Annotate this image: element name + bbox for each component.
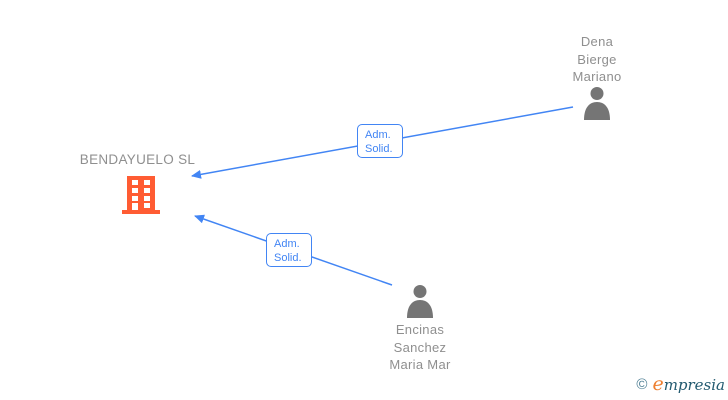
person-name-encinas-sanchez-maria-mar: Encinas Sanchez Maria Mar (370, 321, 470, 374)
empresia-logo[interactable]: ©empresia (636, 373, 725, 395)
edge-label-line: Solid. (365, 142, 393, 155)
edge-label-adm-solid-bottom: Adm. Solid. (266, 233, 312, 267)
person-name-dena-bierge-mariano: Dena Bierge Mariano (547, 33, 647, 86)
person-icon (584, 87, 610, 120)
company-node[interactable] (119, 176, 163, 214)
person-name-line: Mariano (572, 69, 622, 84)
person-name-line: Bierge (577, 51, 617, 67)
person-icon (407, 285, 433, 318)
person-node-encinas-sanchez-maria-mar[interactable] (403, 284, 437, 318)
building-icon (122, 176, 160, 214)
logo-text: mpresia (663, 376, 725, 394)
logo-lead-letter: e (652, 373, 664, 395)
person-node-dena-bierge-mariano[interactable] (580, 86, 614, 120)
person-name-line: Encinas (395, 322, 445, 337)
company-name: BENDAYUELO SL (79, 152, 196, 167)
edge-label-adm-solid-top: Adm. Solid. (357, 124, 403, 158)
edge-label-line: Adm. (365, 128, 391, 141)
copyright-symbol: © (636, 376, 648, 393)
edge-label-line: Solid. (274, 251, 302, 264)
person-name-line: Dena (580, 34, 614, 49)
person-name-line: Maria Mar (389, 357, 451, 372)
person-name-line: Sanchez (393, 339, 447, 355)
edge-label-line: Adm. (274, 237, 300, 250)
